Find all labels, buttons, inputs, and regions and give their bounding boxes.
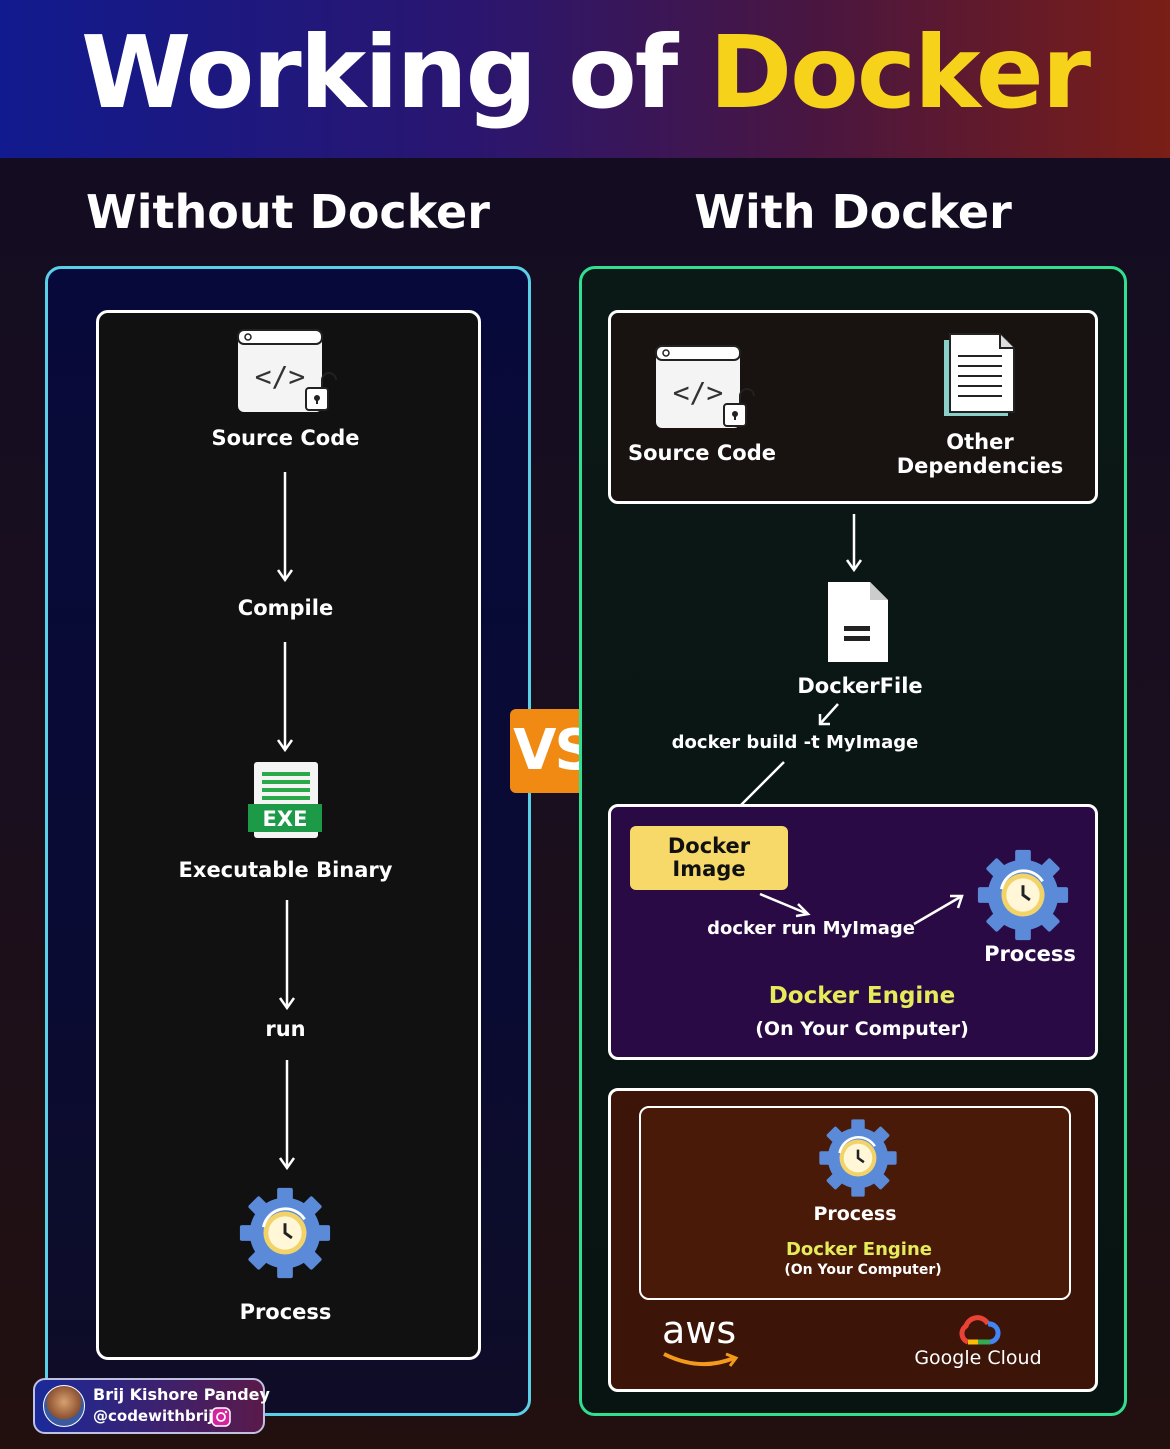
title-part-yellow: Docker — [709, 14, 1091, 131]
docker-image-line2: Image — [672, 857, 746, 881]
author-badge: Brij Kishore Pandey @codewithbrij — [33, 1378, 270, 1434]
other-deps-line1: Other — [946, 430, 1014, 454]
docker-image-line1: Docker — [667, 834, 751, 858]
right-source-code-label: Source Code — [628, 441, 776, 465]
docker-engine-title: Docker Engine — [768, 983, 956, 1009]
arrow-down — [278, 900, 296, 1011]
compile-label: Compile — [237, 596, 334, 620]
process-gear-icon — [819, 1119, 897, 1197]
header-banner — [0, 0, 1170, 158]
cloud-engine-subtitle: (On Your Computer) — [784, 1262, 942, 1278]
cloud-engine-box — [639, 1106, 1071, 1300]
executable-file-icon — [248, 762, 322, 838]
source-code-icon: </> — [237, 329, 337, 412]
page-title: Working of Docker — [0, 8, 1170, 138]
left-source-code-label: Source Code — [211, 426, 360, 450]
engine-process-label: Process — [984, 942, 1076, 966]
arrow-down — [276, 472, 294, 583]
google-cloud-icon — [959, 1315, 1001, 1345]
arrow-diag — [913, 894, 964, 926]
docker-image-tag: Docker Image — [630, 826, 788, 890]
docker-build-command: docker build -t MyImage — [671, 732, 919, 753]
aws-smile-icon — [663, 1352, 739, 1367]
dockerfile-icon — [828, 582, 888, 662]
arrow-diag — [759, 892, 811, 918]
left-process-label: Process — [239, 1300, 332, 1324]
svg-text:</>: </> — [673, 376, 724, 409]
svg-text:</>: </> — [255, 360, 306, 393]
arrow-down — [845, 514, 863, 573]
docker-engine-subtitle: (On Your Computer) — [755, 1018, 969, 1040]
arrow-down — [276, 642, 294, 753]
process-gear-icon — [239, 1187, 331, 1279]
author-handle: @codewithbrij — [93, 1407, 214, 1425]
arrow-diag — [818, 703, 839, 726]
run-label: run — [265, 1017, 306, 1041]
with-docker-heading: With Docker — [694, 185, 1012, 239]
instagram-icon — [211, 1407, 231, 1427]
process-gear-icon — [977, 849, 1069, 941]
cloud-engine-title: Docker Engine — [785, 1239, 932, 1260]
source-code-icon: </> — [655, 345, 755, 428]
docker-run-command: docker run MyImage — [707, 918, 915, 939]
executable-binary-label: Executable Binary — [178, 858, 393, 882]
avatar — [43, 1385, 85, 1427]
document-icon — [944, 333, 1015, 416]
aws-logo-text: aws — [662, 1308, 737, 1352]
author-name: Brij Kishore Pandey — [93, 1385, 270, 1404]
exe-badge-label: EXE — [262, 807, 308, 831]
without-docker-heading: Without Docker — [86, 185, 490, 239]
google-cloud-label: Google Cloud — [914, 1347, 1042, 1369]
cloud-process-label: Process — [813, 1203, 897, 1225]
other-deps-line2: Dependencies — [896, 454, 1064, 478]
dockerfile-label: DockerFile — [797, 674, 923, 698]
title-part-white: Working of — [80, 14, 678, 131]
arrow-down — [278, 1060, 296, 1171]
